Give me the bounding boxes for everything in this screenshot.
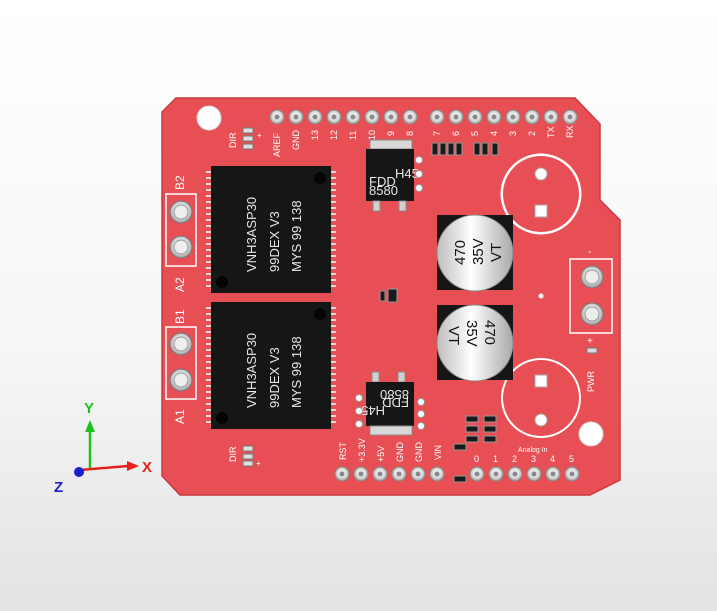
pin-label: 12 xyxy=(329,130,339,140)
svg-text:PWR: PWR xyxy=(586,371,596,392)
mounting-hole xyxy=(196,105,222,131)
terminal-motor-b: B2 A2 xyxy=(165,175,197,292)
pin-label: 4 xyxy=(550,454,555,464)
svg-text:DIR: DIR xyxy=(228,446,238,462)
header-analog xyxy=(469,466,580,482)
pin-label: +3.3V xyxy=(357,438,367,462)
smd-resistor-array xyxy=(431,142,499,156)
svg-text:+: + xyxy=(587,336,593,347)
axis-triad[interactable]: Y X Z xyxy=(54,400,152,496)
pin-label: GND xyxy=(414,442,424,463)
capacitor-footprint-bottom xyxy=(501,358,581,438)
svg-text:FDD: FDD xyxy=(369,174,396,189)
header-top-right xyxy=(429,109,578,125)
pin-label: RX xyxy=(565,125,575,138)
svg-text:A2: A2 xyxy=(173,277,187,292)
svg-text:35V: 35V xyxy=(470,238,487,265)
svg-text:H45: H45 xyxy=(361,403,385,418)
svg-text:MYS 99 138: MYS 99 138 xyxy=(289,200,304,272)
dir-led-bottom: DIR + xyxy=(228,445,261,468)
pin-label: 2 xyxy=(512,454,517,464)
svg-text:35V: 35V xyxy=(463,320,480,347)
svg-text:+: + xyxy=(256,459,261,468)
pwr-led: PWR xyxy=(586,347,598,392)
pin-label: 10 xyxy=(367,130,377,140)
motor-driver-chip-2: VNH3ASP30 99DEX V3 MYS 99 138 xyxy=(206,302,336,429)
motor-driver-chip-1: VNH3ASP30 99DEX V3 MYS 99 138 xyxy=(206,166,336,293)
pin-label: +5V xyxy=(376,446,386,462)
pin-label: TX xyxy=(546,126,556,138)
svg-text:99DEX V3: 99DEX V3 xyxy=(267,211,282,272)
svg-text:VNH3ASP30: VNH3ASP30 xyxy=(244,197,259,272)
dir-led-top: DIR + xyxy=(228,127,262,150)
pin-label: 5 xyxy=(569,454,574,464)
svg-text:8580: 8580 xyxy=(380,387,409,402)
axis-x-label: X xyxy=(142,459,152,476)
svg-text:DIR: DIR xyxy=(228,132,238,148)
electrolytic-capacitor-1: 470 35V VT xyxy=(436,214,514,292)
svg-text:+: + xyxy=(257,131,262,140)
svg-text:H45: H45 xyxy=(395,166,419,181)
terminal-power: - + xyxy=(569,247,613,347)
vias-top xyxy=(415,156,423,192)
pin-label: AREF xyxy=(272,132,282,157)
center-smd-parts xyxy=(379,288,544,303)
svg-text:8580: 8580 xyxy=(369,183,398,198)
pin-label: 4 xyxy=(489,131,499,136)
svg-text:470: 470 xyxy=(481,320,498,345)
svg-text:A1: A1 xyxy=(173,409,187,424)
svg-text:470: 470 xyxy=(452,240,469,265)
pin-label: GND xyxy=(395,442,405,463)
pin-label: RST xyxy=(338,441,348,460)
pin-label: VIN xyxy=(433,445,443,460)
header-analog-labels: 0 1 2 3 4 5 Analog In xyxy=(474,447,574,464)
electrolytic-capacitor-2: 470 35V VT xyxy=(436,304,514,382)
svg-text:99DEX V3: 99DEX V3 xyxy=(267,347,282,408)
header-bottom-power xyxy=(334,466,445,482)
mounting-hole xyxy=(578,421,604,447)
axis-z-label: Z xyxy=(54,479,63,496)
header-top-labels: AREF GND 13 12 11 10 9 8 7 6 5 4 3 2 TX … xyxy=(272,125,575,157)
svg-text:B1: B1 xyxy=(173,309,187,324)
axis-y-arrow xyxy=(85,420,95,432)
pin-label: 5 xyxy=(470,131,480,136)
vias-bottom xyxy=(355,394,425,430)
analog-smd-parts xyxy=(453,415,497,483)
svg-text:VT: VT xyxy=(488,243,505,262)
pin-label: 3 xyxy=(508,131,518,136)
header-top-left xyxy=(269,109,418,125)
svg-text:B2: B2 xyxy=(173,175,187,190)
svg-text:-: - xyxy=(588,247,591,258)
pin-label: 7 xyxy=(432,131,442,136)
pin-label: 13 xyxy=(310,130,320,140)
pin-label: 3 xyxy=(531,454,536,464)
svg-text:VT: VT xyxy=(445,326,462,345)
mosfet-top: FDD 8580 H45 xyxy=(366,139,419,212)
pin-label: 2 xyxy=(527,131,537,136)
header-bottom-power-labels: RST +3.3V +5V GND GND VIN xyxy=(338,438,443,462)
pin-label: 8 xyxy=(405,131,415,136)
capacitor-footprint-top xyxy=(500,153,582,235)
axis-x-line xyxy=(79,464,129,472)
axis-x-arrow xyxy=(127,461,139,471)
pin-label: 0 xyxy=(474,454,479,464)
pin-label: 1 xyxy=(493,454,498,464)
pin-label: 9 xyxy=(386,131,396,136)
terminal-motor-a: B1 A1 xyxy=(165,309,197,424)
svg-text:VNH3ASP30: VNH3ASP30 xyxy=(244,333,259,408)
analog-in-label: Analog In xyxy=(518,447,548,454)
pin-label: 6 xyxy=(451,131,461,136)
svg-text:MYS 99 138: MYS 99 138 xyxy=(289,336,304,408)
mosfet-bottom: FDD 8580 H45 xyxy=(361,371,414,436)
axis-origin xyxy=(74,467,84,477)
axis-y-label: Y xyxy=(84,400,94,417)
pin-label: 11 xyxy=(348,131,358,140)
pin-label: GND xyxy=(291,130,301,151)
svg-text:FDD: FDD xyxy=(382,395,409,410)
